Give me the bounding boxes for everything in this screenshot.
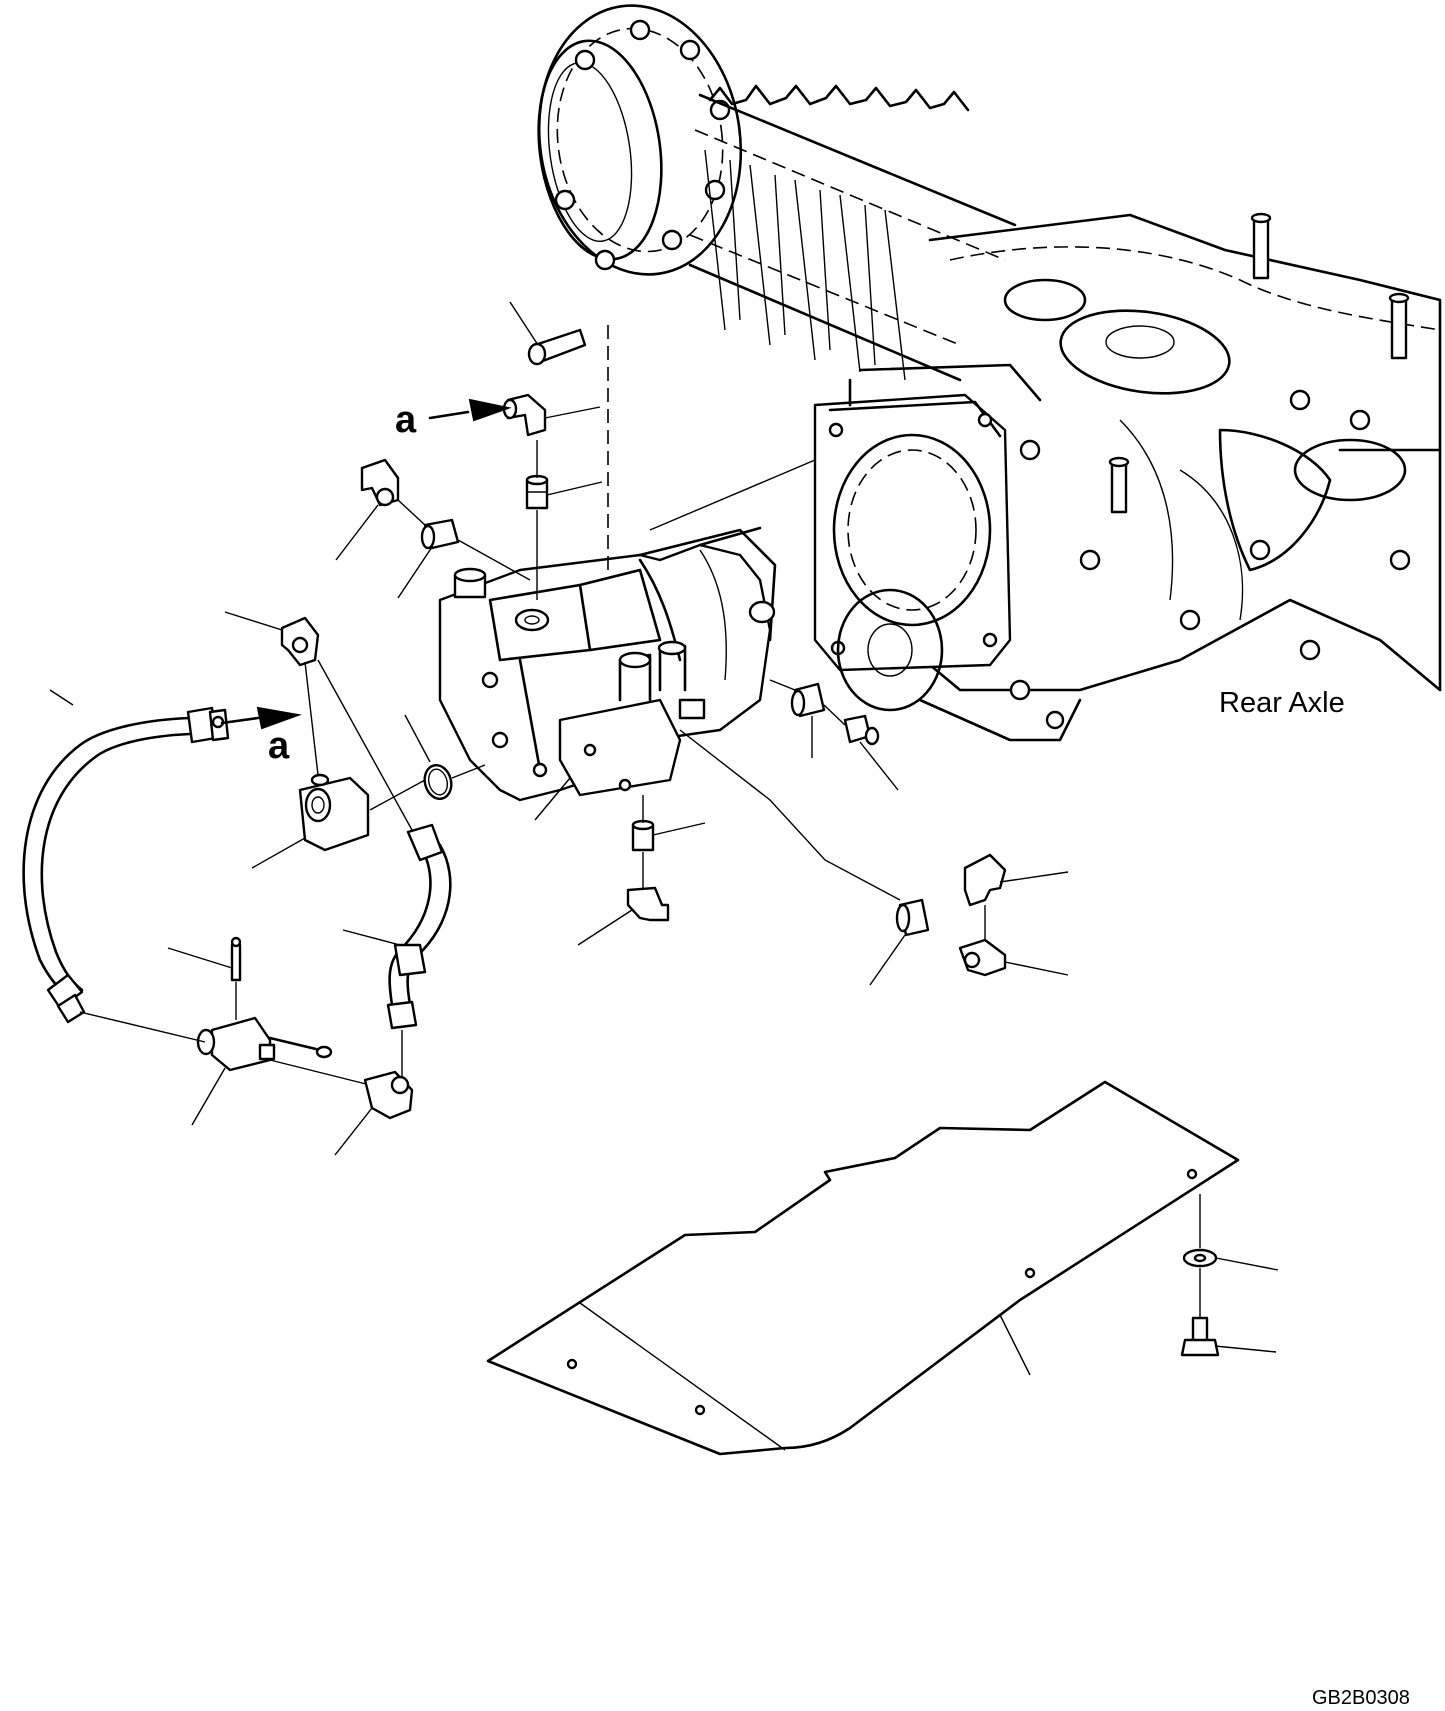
guide-right-diagonal: [679, 729, 901, 901]
elbow-far-right-top: [963, 853, 1069, 907]
elbow-far-right-bottom: [958, 938, 1069, 977]
guide-banjo-to-motor: [369, 779, 426, 811]
guide-hose-to-valve: [79, 1011, 206, 1043]
plug-right: [843, 714, 899, 791]
shutoff-valve: [191, 1016, 333, 1126]
axle-hub-flange: [537, 4, 743, 276]
motor-mounting-flange: [813, 363, 1082, 742]
guard-plate: [486, 1080, 1240, 1456]
washer: [1182, 1248, 1279, 1271]
rear-axle-label: Rear Axle: [1219, 687, 1345, 719]
long-hose: [22, 716, 192, 1000]
nipple-left: [397, 518, 460, 599]
leader-valve: [534, 777, 571, 821]
callout-arrow-left: a: [220, 706, 302, 767]
callout-arrow-top: a: [395, 398, 512, 441]
banjo-block: [251, 773, 370, 869]
hydraulic-motor: [438, 526, 777, 802]
elbow-fitting-bottom: [334, 1070, 414, 1156]
guide-left-nipple: [397, 499, 531, 581]
elbow-fitting-left: [335, 458, 400, 561]
short-hose: [388, 843, 432, 1007]
callout-label-a-left: a: [268, 725, 290, 767]
differential-housing: [878, 212, 1442, 701]
rear-axle-assembly: [537, 4, 1442, 742]
guide-hose-top-diagonal: [317, 659, 413, 831]
callout-label-a-top: a: [395, 399, 417, 441]
o-ring: [404, 714, 486, 800]
guide-valve-to-elbow: [269, 1059, 371, 1086]
guide-line-motor-to-flange: [649, 459, 816, 531]
nipple-right: [790, 682, 826, 758]
guide-right-plug: [769, 679, 846, 726]
guide-hose-top-to-banjo: [304, 661, 319, 776]
split-pin: [167, 936, 242, 982]
adapter-lower: [631, 819, 706, 852]
adapter-top: [525, 474, 603, 510]
nipple-far-right: [869, 898, 930, 986]
hose-assembly: [22, 611, 452, 1156]
elbow-fitting-hose-top: [224, 611, 320, 667]
axle-tube: [688, 84, 1017, 382]
tee-fitting-lower: [577, 886, 670, 946]
fittings: [335, 301, 1069, 986]
elbow-fitting-top: [502, 393, 601, 437]
guard-bolt: [1180, 1316, 1277, 1357]
figure-code: GB2B0308: [1312, 1687, 1410, 1709]
top-bolt: [509, 301, 587, 366]
